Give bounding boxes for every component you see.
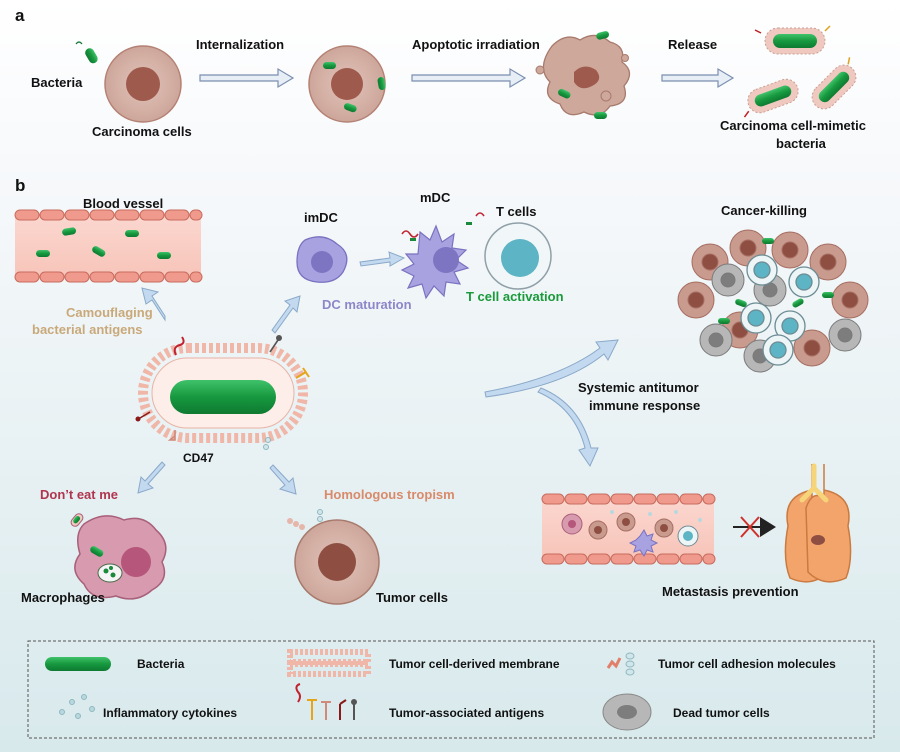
cd47-label: CD47	[183, 451, 214, 465]
macrophage-icon	[70, 513, 167, 600]
systemic-label-line2: immune response	[589, 398, 701, 413]
camouflaging-label-line1: Camouflaging	[66, 305, 153, 320]
lungs-icon	[784, 463, 852, 583]
panel-b-letter: b	[15, 176, 26, 195]
bacteria-label: Bacteria	[31, 75, 83, 90]
tumor-cell-icon	[287, 509, 380, 605]
legend-membrane-icon	[287, 649, 371, 677]
legend-adhesion-label: Tumor cell adhesion molecules	[658, 657, 836, 671]
cancer-killing-label: Cancer-killing	[721, 203, 807, 218]
blood-vessel-icon	[14, 209, 203, 283]
mimetic-bacteria-label-line1: Carcinoma cell-mimetic	[720, 118, 866, 133]
t-cell-icon	[484, 222, 552, 290]
legend-box	[27, 640, 875, 739]
mdc-label: mDC	[420, 190, 451, 205]
legend-dead-cell-icon	[602, 693, 652, 731]
t-cells-label: T cells	[496, 204, 537, 219]
legend-symbols	[45, 649, 652, 731]
blocked-metastasis-arrow	[733, 516, 776, 538]
imdc-cell-icon	[296, 236, 348, 283]
pathway-arrows	[137, 251, 619, 495]
imdc-label: imDC	[304, 210, 338, 225]
cancer-killing-cluster	[677, 229, 869, 373]
legend-cytokines-icon	[59, 694, 95, 719]
release-arrow	[661, 67, 735, 89]
blood-vessel-label: Blood vessel	[83, 196, 164, 211]
mimetic-bacteria-label-line2: bacteria	[776, 136, 826, 151]
metastasis-vessel-icon	[541, 493, 716, 565]
central-mimetic-bacterium	[135, 335, 310, 450]
carcinoma-cells-label: Carcinoma cells	[92, 124, 192, 139]
apoptotic-cell-icon	[535, 31, 631, 119]
apoptotic-irradiation-label: Apoptotic irradiation	[412, 37, 540, 52]
homologous-tropism-label: Homologous tropism	[324, 487, 455, 502]
release-label: Release	[668, 37, 718, 52]
macrophages-label: Macrophages	[21, 590, 105, 605]
legend-bacteria-label: Bacteria	[137, 657, 185, 671]
legend-membrane-label: Tumor cell-derived membrane	[389, 657, 560, 671]
mdc-cell-icon	[400, 212, 485, 300]
legend-antigens-icon	[295, 683, 357, 720]
legend-bacteria-icon	[45, 657, 111, 671]
internalization-label: Internalization	[196, 37, 285, 52]
t-cell-activation-label: T cell activation	[466, 289, 564, 304]
irradiation-arrow	[411, 67, 527, 89]
panel-a-letter: a	[15, 6, 25, 25]
dc-maturation-label: DC maturation	[322, 297, 412, 312]
metastasis-prevention-label: Metastasis prevention	[662, 584, 799, 599]
panel-a-graphics	[75, 25, 857, 123]
small-bacterium-icon	[85, 48, 98, 64]
mimetic-bacteria-group	[743, 25, 857, 118]
legend-adhesion-icon	[606, 652, 635, 676]
camouflaging-label-line2: bacterial antigens	[32, 322, 143, 337]
internalization-arrow	[199, 67, 295, 89]
legend-antigens-label: Tumor-associated antigens	[389, 706, 545, 720]
systemic-label-line1: Systemic antitumor	[578, 380, 699, 395]
legend-dead-cells-label: Dead tumor cells	[673, 706, 770, 720]
legend-cytokines-label: Inflammatory cytokines	[103, 706, 238, 720]
tumor-cells-label: Tumor cells	[376, 590, 449, 605]
dont-eat-me-label: Don’t eat me	[40, 487, 119, 502]
